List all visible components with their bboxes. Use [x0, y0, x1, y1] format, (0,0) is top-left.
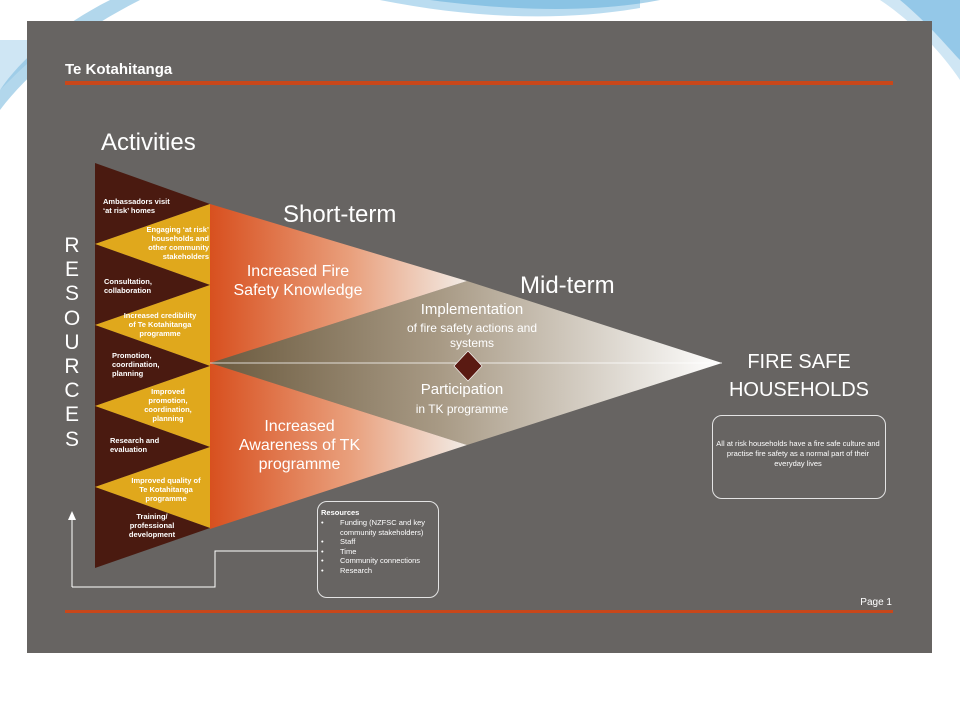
- outcome-fire-safety-knowledge: Increased Fire Safety Knowledge: [233, 263, 363, 299]
- activity-promotion: Promotion, coordination, planning: [112, 351, 160, 378]
- footer-divider: [65, 610, 893, 613]
- participation-subtitle: in TK programme: [415, 402, 509, 416]
- goal-fire-safe-households: FIRE SAFE HOUSEHOLDS: [728, 351, 870, 401]
- page-title: Te Kotahitanga: [65, 61, 173, 78]
- activity-ambassadors: Ambassadors visit ‘at risk’ homes: [103, 197, 170, 215]
- resources-item: Time: [321, 547, 436, 557]
- short-term-heading: Short-term: [283, 201, 397, 228]
- diamond-marker: [453, 350, 483, 382]
- activity-research: Research and evaluation: [110, 436, 160, 454]
- resources-item: Staff: [321, 537, 436, 547]
- slide-panel: Te Kotahitanga: [27, 21, 932, 653]
- goal-description-box: [712, 415, 886, 499]
- activity-improved-promotion: Improved promotion, coordination, planni…: [144, 387, 192, 423]
- resources-box-title: Resources: [321, 508, 360, 517]
- outcome-awareness-tk: Increased Awareness of TK programme: [238, 418, 361, 473]
- short-term-triangle-lower: [210, 363, 467, 529]
- mid-term-heading: Mid-term: [520, 272, 615, 299]
- activity-credibility: Increased credibility of Te Kotahitanga …: [123, 311, 197, 338]
- page-number: Page 1: [860, 597, 892, 608]
- participation-title: Participation: [420, 381, 504, 398]
- resources-letter: E: [64, 403, 79, 427]
- title-divider: [65, 81, 893, 85]
- implementation-subtitle: of fire safety actions and systems: [406, 321, 538, 350]
- implementation-title: Implementation: [420, 301, 524, 318]
- resources-letter: O: [63, 306, 81, 330]
- resources-list: Funding (NZFSC and key community stakeho…: [321, 518, 436, 575]
- resources-item: Research: [321, 566, 436, 576]
- resources-letter: S: [64, 427, 79, 451]
- resources-letter: U: [64, 330, 80, 354]
- short-term-triangle-upper: [210, 204, 467, 363]
- resources-letter: R: [64, 234, 80, 257]
- resources-letter: E: [64, 258, 79, 282]
- resources-item: Funding (NZFSC and key community stakeho…: [321, 518, 436, 537]
- activities-heading: Activities: [101, 129, 196, 156]
- resources-vertical-label: R E S O U R C E S: [63, 234, 81, 452]
- activities-column: [95, 163, 210, 568]
- feedback-arrows: [68, 511, 317, 588]
- activity-engaging: Engaging ‘at risk’ households and other …: [146, 225, 209, 261]
- resources-letter: S: [64, 282, 79, 306]
- resources-box: [317, 501, 439, 598]
- resources-letter: R: [64, 355, 80, 379]
- goal-description: All at risk households have a fire safe …: [716, 439, 880, 468]
- activity-training: Training/ professional development: [128, 512, 176, 539]
- logic-model-diagram: [68, 163, 722, 588]
- resources-item: Community connections: [321, 556, 436, 566]
- activity-consultation: Consultation, collaboration: [104, 277, 152, 295]
- activity-improved-quality: Improved quality of Te Kotahitanga progr…: [131, 476, 201, 503]
- resources-letter: C: [64, 379, 80, 403]
